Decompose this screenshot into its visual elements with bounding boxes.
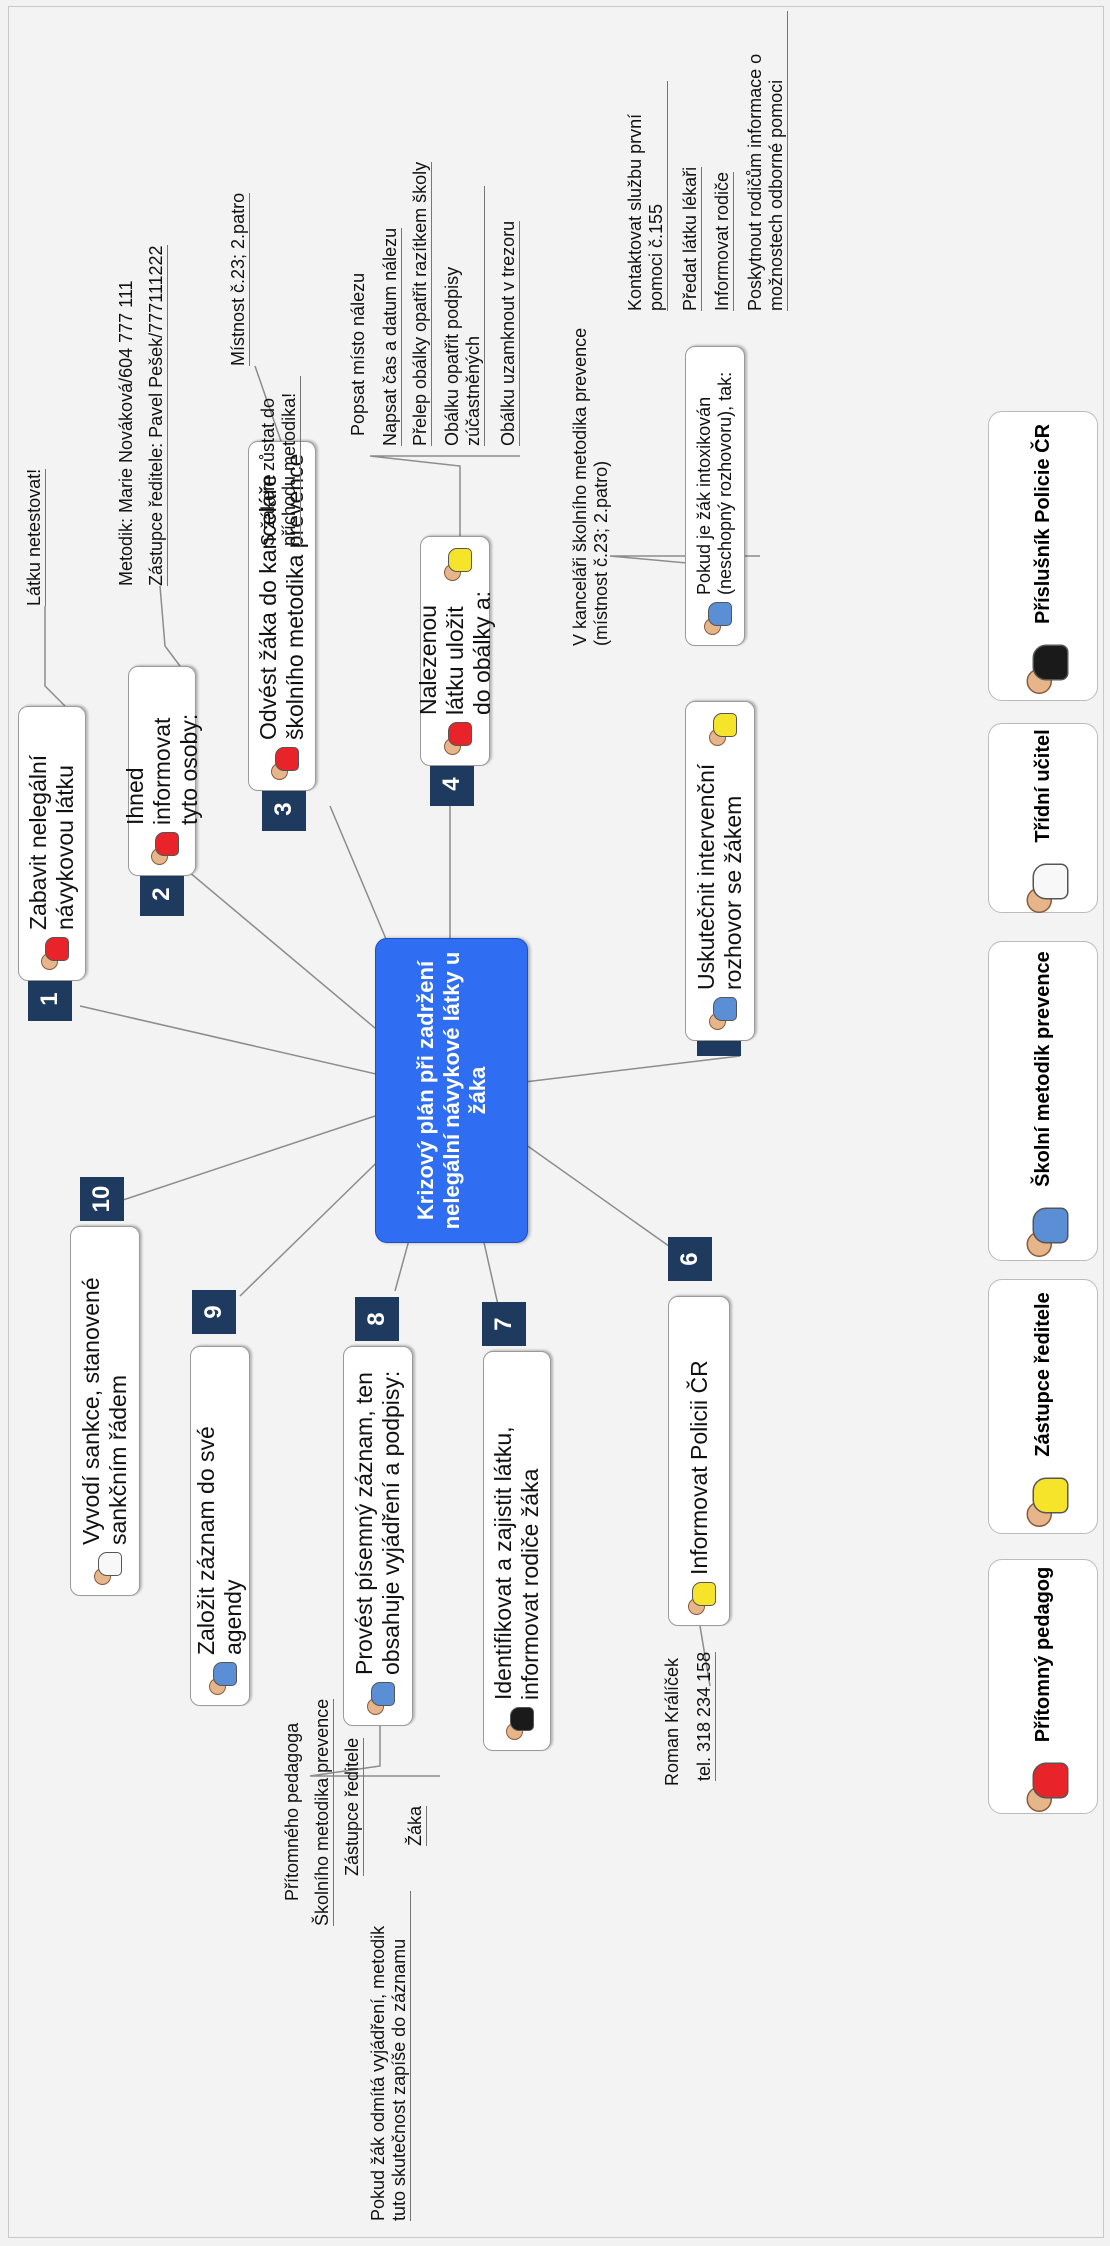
- sub-8-5: Pokud žák odmítá vyjádření, metodik tuto…: [368, 1891, 411, 2221]
- central-topic[interactable]: Krizový plán při zadržení nelegální návy…: [375, 938, 528, 1243]
- badge-2: 2: [140, 872, 184, 916]
- legend-label: Přítomný pedagog: [1031, 1566, 1054, 1743]
- node-7-text: Identifikovat a zajistit látku, informov…: [490, 1426, 543, 1700]
- sub-connector-2: [159, 585, 181, 667]
- badge-9: 9: [192, 1290, 236, 1334]
- person-black-icon: [1018, 643, 1069, 697]
- person-white-icon: [88, 1551, 122, 1587]
- node-1[interactable]: Zabavit nelegální návykovou látku: [18, 706, 86, 981]
- badge-8: 8: [355, 1297, 399, 1341]
- badge-1: 1: [28, 977, 72, 1021]
- badge-3: 3: [262, 787, 306, 831]
- node-4-text: Nalezenou látku uložit do obálky a:: [414, 590, 495, 715]
- badge-7: 7: [482, 1302, 526, 1346]
- node-8[interactable]: Provést písemný záznam, ten obsahuje vyj…: [343, 1346, 413, 1726]
- node-1-text: Zabavit nelegální návykovou látku: [25, 754, 78, 930]
- sub-5-3: Předat látku lékaři: [680, 166, 702, 311]
- badge-6: 6: [668, 1237, 712, 1281]
- person-blue-icon: [1018, 1206, 1069, 1260]
- legend-item-tridni-ucitel: Třídní učitel: [988, 723, 1098, 913]
- node-7[interactable]: Identifikovat a zajistit látku, informov…: [483, 1351, 551, 1751]
- sub-4-3: Přelep obálky opatřit razítkem školy: [410, 161, 432, 446]
- person-yellow-icon: [703, 712, 737, 748]
- person-red-icon: [438, 721, 472, 757]
- person-blue-icon: [203, 1661, 237, 1697]
- sub-3-2: S žákem zůstat do příchodu metodika!: [258, 376, 301, 546]
- sub-8-3: Zástupce ředitele: [342, 1737, 364, 1876]
- node-8-text: Provést písemný záznam, ten obsahuje vyj…: [351, 1370, 404, 1675]
- person-yellow-icon: [1018, 1476, 1069, 1530]
- person-red-icon: [1018, 1761, 1069, 1815]
- sub-4-2: Napsat čas a datum nálezu: [380, 227, 402, 446]
- person-yellow-icon: [682, 1581, 716, 1617]
- person-blue-icon: [703, 996, 737, 1032]
- person-red-icon: [265, 746, 299, 782]
- person-black-icon: [500, 1706, 534, 1742]
- legend-item-skolni-metodik: Školní metodik prevence: [988, 941, 1098, 1261]
- sub-2-2: Zástupce ředitele: Pavel Pešek/777111222: [146, 245, 168, 586]
- badge-4: 4: [430, 762, 474, 806]
- person-blue-icon: [361, 1681, 395, 1717]
- sub-8-2: Školního metodika prevence: [312, 1698, 334, 1926]
- node-5-intoxicated[interactable]: Pokud je žák intoxikován (neschopný rozh…: [685, 346, 745, 646]
- legend-label: Zástupce ředitele: [1031, 1292, 1054, 1457]
- sub-5-5: Poskytnout rodičům informace o možnostec…: [745, 11, 788, 311]
- node-4[interactable]: Nalezenou látku uložit do obálky a:: [415, 536, 495, 766]
- person-yellow-icon: [438, 547, 472, 583]
- person-red-icon: [145, 831, 179, 867]
- legend-item-prislusnik-policie: Příslušník Policie ČR: [988, 411, 1098, 701]
- sub-6-1: Roman Králíček: [662, 1657, 682, 1786]
- node-6-text: Informovat Policii ČR: [685, 1360, 712, 1575]
- sub-4-4: Obálku opatřit podpisy zúčastněných: [442, 186, 485, 446]
- node-9-text: Založit záznam do své agendy: [193, 1426, 246, 1655]
- legend-label: Třídní učitel: [1031, 729, 1054, 843]
- person-white-icon: [1018, 862, 1069, 916]
- sub-2-1: Metodik: Marie Nováková/604 777 111: [116, 280, 136, 586]
- node-5-intoxicated-text: Pokud je žák intoxikován (neschopný rozh…: [694, 371, 735, 595]
- node-6[interactable]: Informovat Policii ČR: [668, 1296, 730, 1626]
- sub-connector-8: [309, 1726, 440, 1777]
- sub-3-1: Místnost č.23; 2.patro: [228, 192, 250, 366]
- sub-connector-4: [369, 455, 520, 536]
- node-2-text: Ihned informovat tyto osoby:: [121, 713, 202, 825]
- badge-10: 10: [80, 1177, 124, 1221]
- legend-label: Příslušník Policie ČR: [1031, 423, 1054, 625]
- legend-label: Školní metodik prevence: [1031, 951, 1054, 1187]
- person-red-icon: [35, 936, 69, 972]
- sub-5-1: V kanceláři školního metodika prevence (…: [570, 327, 611, 646]
- sub-6-2: tel. 318 234 158: [694, 1651, 716, 1781]
- sub-5-2: Kontaktovat službu první pomoci č.155: [625, 81, 668, 311]
- sub-4-5: Obálku uzamknout v trezoru: [498, 220, 520, 446]
- node-9[interactable]: Založit záznam do své agendy: [190, 1346, 250, 1706]
- sub-8-1: Přítomného pedagoga: [282, 1722, 302, 1901]
- legend-item-pritomny-pedagog: Přítomný pedagog: [988, 1559, 1098, 1814]
- sub-1-1: Látku netestovat!: [24, 468, 46, 606]
- node-5-text: Uskutečnit intervenční rozhovor se žákem: [693, 763, 746, 990]
- person-blue-icon: [698, 601, 732, 637]
- node-5[interactable]: Uskutečnit intervenční rozhovor se žákem: [685, 701, 755, 1041]
- legend-item-zastupce-reditele: Zástupce ředitele: [988, 1279, 1098, 1534]
- sub-connector-6: [699, 1625, 711, 1687]
- sub-4-1: Popsat místo nálezu: [348, 272, 368, 436]
- node-2[interactable]: Ihned informovat tyto osoby:: [122, 666, 202, 876]
- sub-5-4: Informovat rodiče: [712, 171, 734, 311]
- sub-connector-1: [44, 606, 66, 707]
- node-10-text: Vyvodí sankce, stanovené sankčním řádem: [78, 1277, 131, 1545]
- sub-8-4: Žáka: [405, 1805, 427, 1846]
- node-10[interactable]: Vyvodí sankce, stanovené sankčním řádem: [70, 1226, 140, 1596]
